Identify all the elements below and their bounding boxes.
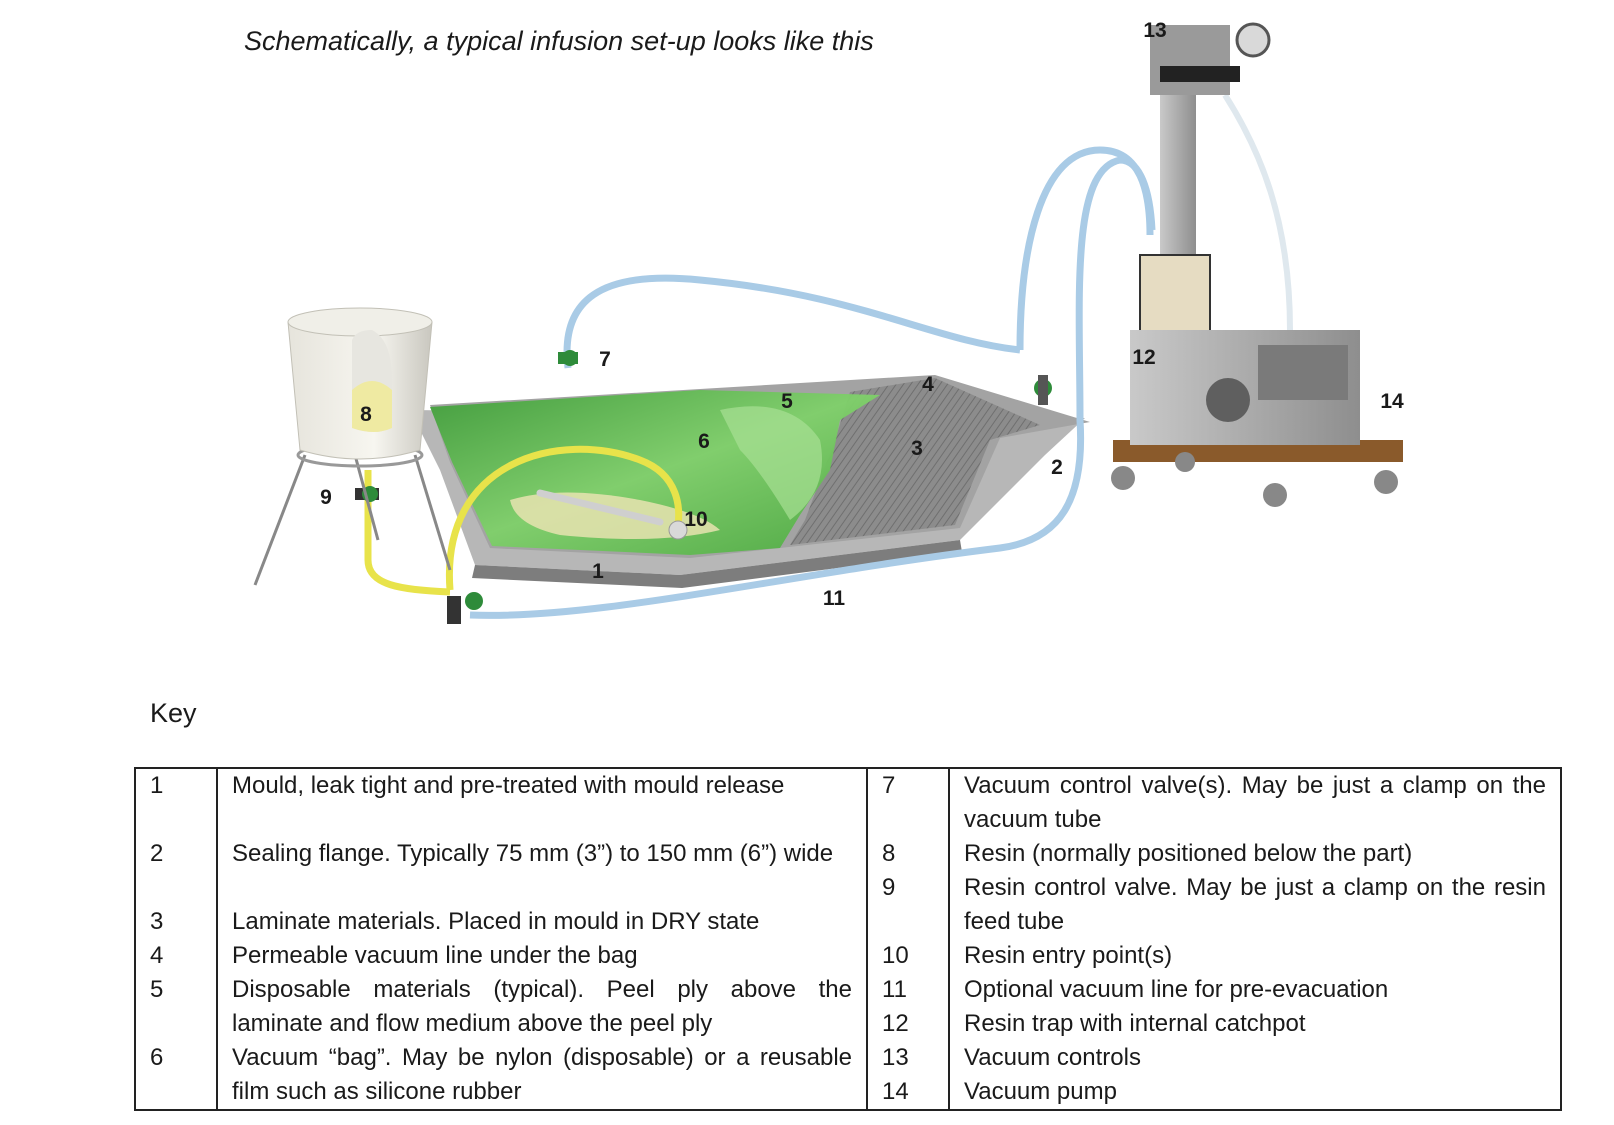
pump-return-tube bbox=[1222, 93, 1293, 331]
key-right-numbers: 7 8 9 10 11 12 13 14 bbox=[866, 767, 950, 1111]
pre-evacuation-tube bbox=[469, 156, 1156, 619]
key-number: 3 bbox=[150, 908, 164, 935]
key-number: 13 bbox=[882, 1044, 909, 1071]
key-number: 5 bbox=[150, 976, 164, 1003]
key-number: 1 bbox=[150, 772, 164, 799]
resin-front bbox=[510, 492, 720, 539]
key-description: Sealing flange. Typically 75 mm (3”) to … bbox=[232, 840, 834, 867]
key-number: 9 bbox=[882, 874, 896, 901]
key-description: Laminate materials. Placed in mould in D… bbox=[232, 908, 760, 935]
callout-14: 14 bbox=[1380, 390, 1404, 413]
key-number: 7 bbox=[882, 772, 896, 799]
callout-8: 8 bbox=[360, 403, 372, 426]
callout-13: 13 bbox=[1143, 19, 1166, 42]
key-description: Resin (normally positioned below the par… bbox=[964, 840, 1413, 867]
resin-bucket bbox=[253, 307, 452, 586]
key-number: 4 bbox=[150, 942, 164, 969]
tee-valve bbox=[447, 592, 483, 624]
key-description: Vacuum controls bbox=[964, 1044, 1141, 1071]
key-description: Vacuum control valve(s). May be just a c… bbox=[964, 772, 1546, 833]
resin-distribution-tube bbox=[536, 489, 664, 526]
key-number: 2 bbox=[150, 840, 164, 867]
vacuum-control-valve-2 bbox=[1034, 375, 1052, 405]
key-number: 6 bbox=[150, 1044, 164, 1071]
key-description: Permeable vacuum line under the bag bbox=[232, 942, 638, 969]
resin-entry-point bbox=[668, 520, 688, 540]
callout-4: 4 bbox=[922, 373, 934, 396]
key-description: Vacuum “bag”. May be nylon (disposable) … bbox=[232, 1044, 852, 1105]
key-description: Disposable materials (typical). Peel ply… bbox=[232, 976, 852, 1037]
vacuum-control-valve bbox=[558, 350, 578, 366]
key-row: 1 2 3 4 5 6 Mould, leak tight and pre-tr… bbox=[134, 767, 1562, 1111]
vacuum-riser-tube bbox=[1016, 146, 1154, 351]
callout-12: 12 bbox=[1132, 346, 1155, 369]
vacuum-pump-cart bbox=[1111, 22, 1403, 507]
key-description: Resin trap with internal catchpot bbox=[964, 1010, 1306, 1037]
callout-10: 10 bbox=[684, 508, 707, 531]
key-description: Optional vacuum line for pre-evacuation bbox=[964, 976, 1389, 1003]
flow-medium bbox=[720, 406, 822, 520]
callout-2: 2 bbox=[1051, 456, 1063, 479]
callout-11: 11 bbox=[823, 587, 846, 610]
key-number: 11 bbox=[882, 976, 907, 1003]
callout-6: 6 bbox=[698, 430, 710, 453]
vacuum-line-tube bbox=[563, 274, 1021, 369]
key-number: 10 bbox=[882, 942, 909, 969]
callout-1: 1 bbox=[592, 560, 604, 583]
infusion-setup-illustration: 1 2 3 4 5 6 7 8 9 10 11 12 13 14 bbox=[253, 19, 1404, 624]
diagram-title: Schematically, a typical infusion set-up… bbox=[244, 26, 874, 56]
key-heading: Key bbox=[150, 698, 197, 728]
key-left-numbers: 1 2 3 4 5 6 bbox=[134, 767, 218, 1111]
key-left-descriptions: Mould, leak tight and pre-treated with m… bbox=[216, 767, 868, 1111]
resin-feed-tube bbox=[364, 470, 451, 596]
callout-3: 3 bbox=[911, 437, 923, 460]
key-table: 1 2 3 4 5 6 Mould, leak tight and pre-tr… bbox=[134, 767, 1562, 1111]
callout-7: 7 bbox=[599, 348, 611, 371]
key-description: Resin entry point(s) bbox=[964, 942, 1173, 969]
callout-9: 9 bbox=[320, 486, 332, 509]
key-number: 14 bbox=[882, 1078, 909, 1105]
key-right-descriptions: Vacuum control valve(s). May be just a c… bbox=[948, 767, 1562, 1111]
callout-5: 5 bbox=[781, 390, 793, 413]
key-description: Resin control valve. May be just a clamp… bbox=[964, 874, 1546, 935]
key-number: 8 bbox=[882, 840, 896, 867]
resin-inlet-tube bbox=[445, 445, 683, 591]
key-number: 12 bbox=[882, 1010, 909, 1037]
key-description: Mould, leak tight and pre-treated with m… bbox=[232, 772, 785, 799]
key-description: Vacuum pump bbox=[964, 1078, 1117, 1105]
laminate-materials bbox=[790, 378, 1040, 545]
